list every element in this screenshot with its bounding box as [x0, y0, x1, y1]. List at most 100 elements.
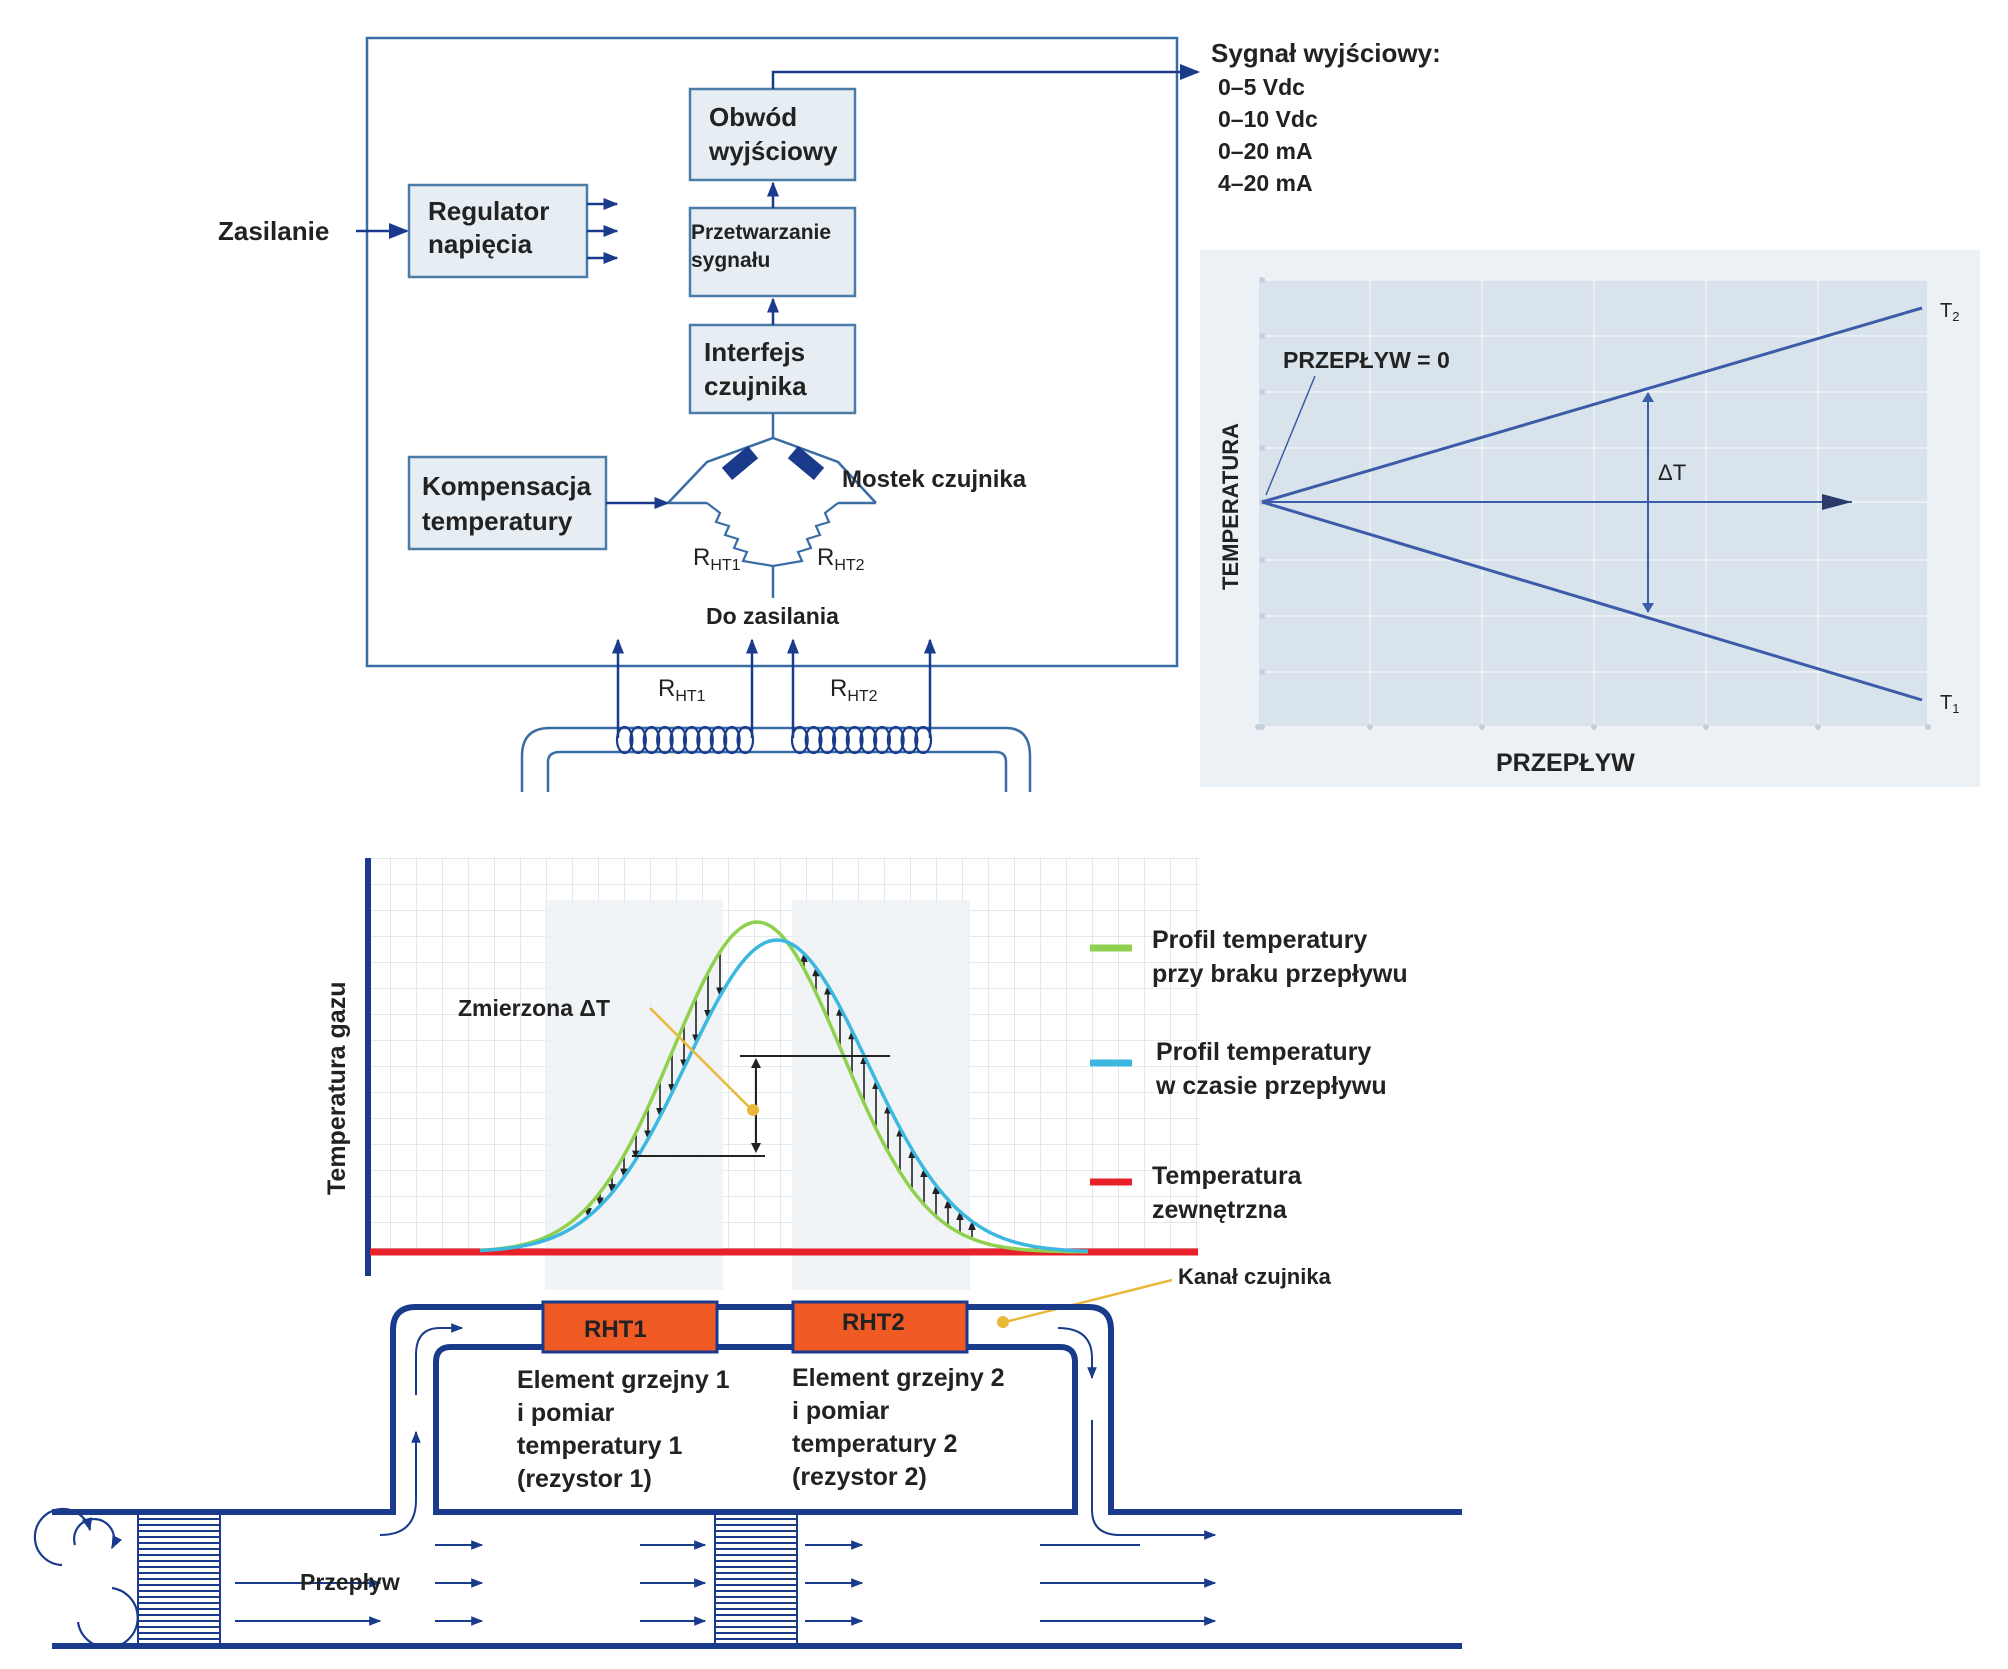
heater-rht1-label: RHT1	[584, 1316, 647, 1343]
output-circuit-line-1: Obwód	[709, 102, 797, 132]
no-flow-profile-curve	[479, 920, 1088, 1254]
heater-rht2	[791, 1300, 969, 1354]
sensor-bridge	[667, 413, 877, 598]
output-signal-arrow	[771, 64, 1200, 89]
heater1-desc-line-1: Element grzejny 1	[517, 1366, 730, 1394]
output-signal-value-1: 0–5 Vdc	[1218, 74, 1305, 100]
coil-turn	[886, 725, 905, 755]
sensor-tube	[520, 726, 1032, 792]
grid-tick	[1259, 669, 1265, 675]
temperature-profile-chart: Zmierzona ΔT Temperatura gazu Profil tem…	[323, 858, 1408, 1328]
gas-temperature-axis-label: Temperatura gazu	[323, 982, 351, 1195]
t1-line	[1261, 500, 1923, 702]
grid-tick	[1367, 724, 1373, 730]
coil-2-label: RHT2	[830, 675, 878, 705]
coil-turn	[832, 725, 850, 755]
legend-no-flow-line-2: przy braku przepływu	[1152, 960, 1408, 988]
bypass-flow-arrow-up	[379, 1430, 421, 1536]
sensor-channel-pointer	[1004, 1278, 1173, 1324]
flow-profile-curve	[479, 938, 1089, 1253]
heater1-desc-line-3: temperatury 1	[517, 1432, 682, 1460]
to-supply-label: Do zasilania	[706, 603, 839, 629]
x-axis-label-flow: PRZEPŁYW	[1496, 749, 1635, 777]
coil-turn	[656, 725, 674, 755]
bypass-flow-arrow-corner	[415, 1323, 464, 1395]
bridge-resistor-right	[772, 502, 839, 568]
coil-turn	[682, 725, 701, 755]
flow-label: Przepływ	[300, 1569, 400, 1595]
legend-flow-line-1: Profil temperatury	[1156, 1038, 1371, 1066]
signal-processing-box	[688, 206, 857, 298]
coil-turn	[873, 725, 892, 755]
output-circuit-box	[688, 87, 857, 182]
bypass-channel-inner	[433, 1344, 1078, 1515]
output-signal-value-2: 0–10 Vdc	[1218, 106, 1318, 132]
heater1-desc-line-4: (rezystor 1)	[517, 1465, 652, 1493]
regulator-line-1: Regulator	[428, 196, 549, 226]
t2-label: T2	[1940, 300, 1959, 324]
bridge-r2-label: RHT2	[817, 544, 865, 574]
bridge-element-right	[787, 445, 825, 481]
t2-line	[1261, 306, 1923, 504]
supply-label: Zasilanie	[218, 216, 329, 246]
coil-turn	[736, 725, 755, 755]
zero-flow-pointer	[1265, 375, 1316, 496]
grid-tick	[1259, 613, 1265, 619]
flow-restrictor-left	[137, 1511, 221, 1647]
bypass-flow-arrow-exit	[1091, 1420, 1217, 1540]
coil-turn	[642, 725, 661, 755]
grid-tick	[1591, 724, 1597, 730]
grid-tick	[1259, 445, 1265, 451]
coil-turn	[696, 725, 714, 755]
coil-turn	[900, 725, 919, 755]
measured-delta-t-pointer	[649, 1007, 753, 1111]
coil-turn	[845, 725, 864, 755]
grid-tick	[1259, 557, 1265, 563]
coil-turn	[669, 725, 688, 755]
grid-tick	[1479, 724, 1485, 730]
coil-turn	[723, 725, 741, 755]
bridge-element-left	[721, 445, 759, 481]
flow-section: RHT1 RHT2 Element grzejny 1 i pomiar tem…	[33, 1300, 1462, 1649]
heater2-desc-line-2: i pomiar	[792, 1397, 890, 1425]
legend-ambient-line-1: Temperatura	[1152, 1162, 1303, 1190]
t1-label: T1	[1940, 692, 1959, 716]
bridge-r1-label: RHT1	[693, 544, 741, 574]
coil-turn	[790, 725, 809, 755]
output-signal-value-4: 4–20 mA	[1218, 170, 1313, 196]
grid-tick	[1259, 389, 1265, 395]
coil-turn	[818, 725, 837, 755]
legend: Profil temperatury przy braku przepływu …	[1090, 926, 1408, 1224]
output-signal-title: Sygnał wyjściowy:	[1211, 38, 1441, 68]
y-axis-label-temperature: TEMPERATURA	[1218, 423, 1243, 590]
flow-restrictor-center	[714, 1511, 798, 1647]
heater-rht1	[541, 1300, 719, 1354]
measured-delta-t-label: Zmierzona ΔT	[458, 995, 610, 1021]
coil-2	[790, 725, 933, 755]
turbulence-icon	[33, 1507, 139, 1649]
flow-axis-arrowhead	[1822, 494, 1852, 510]
temp-compensation-line-1: Kompensacja	[422, 471, 592, 501]
legend-no-flow-line-1: Profil temperatury	[1152, 926, 1367, 954]
heater-rht2-label: RHT2	[842, 1309, 905, 1336]
legend-ambient-line-2: zewnętrzna	[1152, 1196, 1288, 1224]
bridge-resistor-left	[706, 502, 774, 568]
output-circuit-line-2: wyjściowy	[708, 136, 838, 166]
coil-1	[615, 725, 755, 755]
bridge-label: Mostek czujnika	[842, 466, 1027, 493]
coil-turn	[804, 725, 823, 755]
grid-tick	[1815, 724, 1821, 730]
grid-tick	[1925, 724, 1931, 730]
heater2-desc-line-1: Element grzejny 2	[792, 1364, 1005, 1392]
coil-turn	[709, 725, 728, 755]
zero-flow-label: PRZEPŁYW = 0	[1283, 347, 1450, 373]
coil-turn	[629, 725, 647, 755]
heater-shade-left	[545, 900, 723, 1290]
grid-tick	[1703, 724, 1709, 730]
regulator-line-2: napięcia	[428, 229, 533, 259]
delta-t-graph: ΔT PRZEPŁYW = 0 T2 T1 TEMPERATURA PRZEPŁ…	[1200, 250, 1980, 787]
coil-turn	[914, 725, 933, 755]
sensor-channel-label: Kanał czujnika	[1178, 1264, 1332, 1289]
heater1-desc-line-2: i pomiar	[517, 1399, 615, 1427]
